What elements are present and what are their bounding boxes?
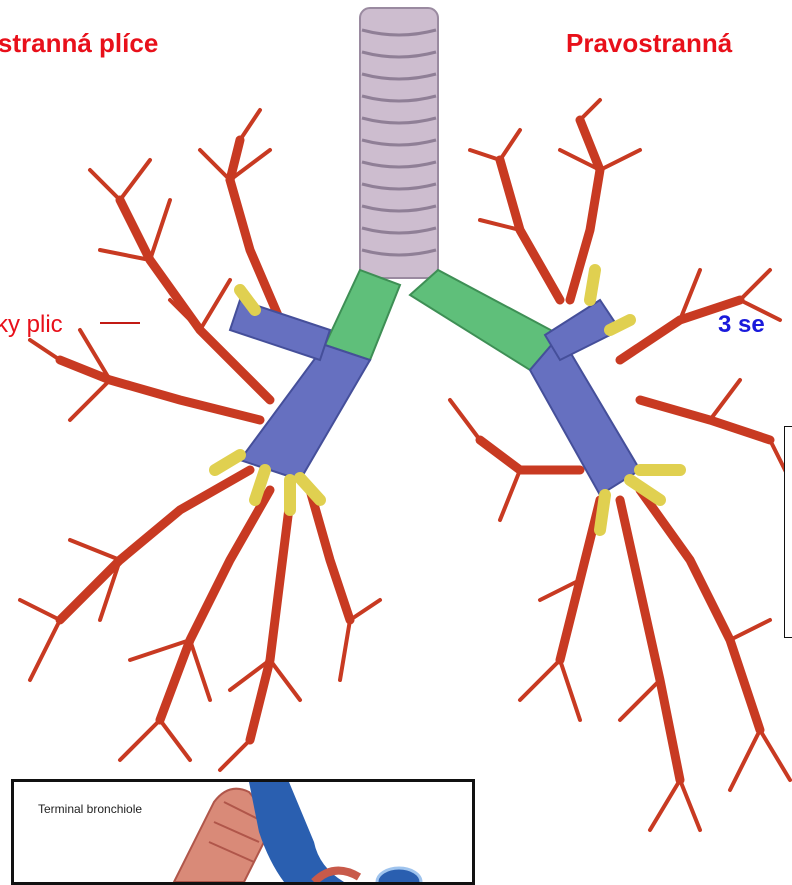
left-lung-branches	[20, 110, 380, 770]
right-info-box	[784, 426, 792, 638]
right-segments-label: 3 se	[718, 313, 765, 337]
right-lung-title: Pravostranná	[566, 30, 732, 56]
terminal-bronchiole-inset: Terminal bronchiole	[11, 779, 475, 885]
left-segments-leader-line	[100, 322, 140, 324]
main-bronchi	[325, 270, 560, 370]
bronchiole-illustration	[14, 782, 472, 882]
left-segments-label: ky plic	[0, 313, 63, 337]
left-lung-title: ostranná plíce	[0, 30, 158, 56]
trachea	[360, 8, 438, 278]
bronchial-tree-illustration	[0, 0, 792, 864]
